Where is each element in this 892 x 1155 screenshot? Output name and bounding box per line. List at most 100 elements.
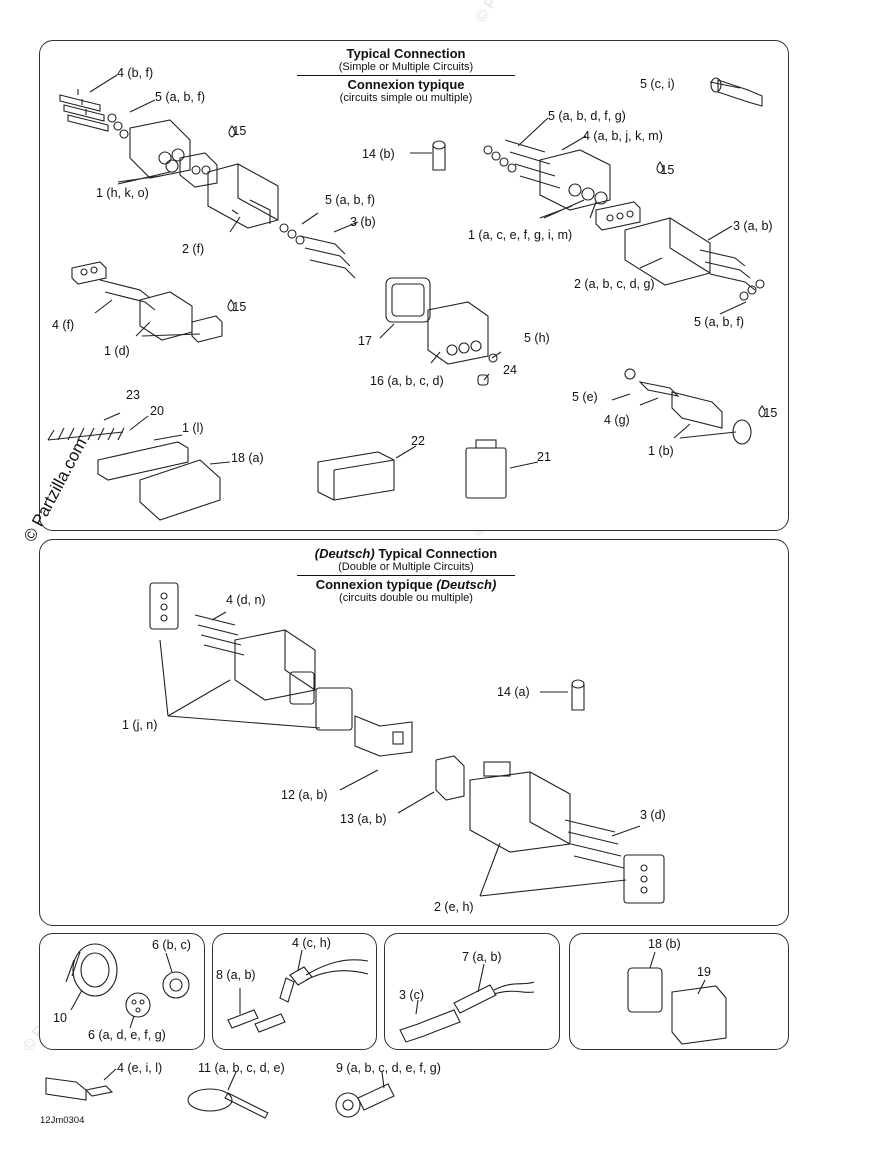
grommet-6bc-art [162, 971, 190, 999]
pin-14b-art [432, 140, 446, 171]
label-1l: 1 (l) [182, 421, 204, 435]
label-10: 10 [53, 1011, 67, 1025]
label-7ab: 7 (a, b) [462, 950, 502, 964]
seal-deutsch-right-art [623, 854, 665, 904]
label-9: 9 (a, b, c, d, e, f, g) [336, 1061, 441, 1075]
leader-lines-top [89, 74, 747, 469]
seals-5abf-art [279, 223, 305, 245]
label-3b: 3 (b) [350, 215, 376, 229]
label-12ab: 12 (a, b) [281, 788, 328, 802]
connector-1l-art [97, 441, 189, 481]
label-5abf-c: 5 (a, b, f) [694, 315, 745, 329]
connector-1b-art [671, 391, 752, 445]
title-fr: Connexion typique [315, 577, 433, 592]
label-2f: 2 (f) [182, 242, 205, 256]
terminals-3d-art [564, 819, 625, 869]
label-4dn: 4 (d, n) [226, 593, 266, 607]
label-15-c: ♦15 [226, 300, 246, 314]
terminals-3ab-art [699, 249, 756, 291]
label-1b: 1 (b) [648, 444, 674, 458]
label-18b: 18 (b) [648, 937, 681, 951]
connector-22-art [317, 451, 395, 501]
drawing-code: 12Jm0304 [40, 1115, 85, 1126]
label-18a: 18 (a) [231, 451, 264, 465]
grommet-6adefg-art [125, 992, 151, 1018]
subtitle-fr: (circuits simple ou multiple) [339, 92, 473, 104]
label-15-b: ♦15 [654, 163, 674, 177]
label-4bf: 4 (b, f) [117, 66, 154, 80]
terminal-4g-art [638, 381, 680, 397]
label-4eil: 4 (e, i, l) [117, 1061, 163, 1075]
leader-lines-small-4 [649, 951, 706, 995]
terminal-strip-23-art [47, 427, 125, 441]
label-4g: 4 (g) [604, 413, 630, 427]
header-rule [297, 75, 515, 76]
header-typical-connection: Typical Connection (Simple or Multiple C… [297, 46, 515, 104]
leader-11 [227, 1071, 237, 1091]
wedge-12ab-art [315, 687, 413, 757]
label-1acefgim: 1 (a, c, e, f, g, i, m) [468, 228, 573, 242]
drop-icons [227, 125, 766, 418]
label-22: 22 [411, 434, 425, 448]
label-2abcdg: 2 (a, b, c, d, g) [574, 277, 655, 291]
label-14a: 14 (a) [497, 685, 530, 699]
title-fr-brand: (Deutsch) [436, 577, 497, 592]
label-20: 20 [150, 404, 164, 418]
label-16abcd: 16 (a, b, c, d) [370, 374, 444, 388]
label-14b: 14 (b) [362, 147, 395, 161]
leader-lines-small-2 [239, 949, 303, 1014]
label-6adefg: 6 (a, d, e, f, g) [88, 1028, 166, 1042]
label-15-d: ♦15 [757, 406, 777, 420]
title-en: Typical Connection [378, 546, 498, 561]
label-1jn: 1 (j, n) [122, 718, 158, 732]
terminal-4eil-art [45, 1077, 114, 1101]
leader-4eil [103, 1068, 117, 1081]
connector-2abcdg-art [624, 217, 711, 286]
connector-21-art [465, 439, 507, 499]
subtitle-en: (Simple or Multiple Circuits) [338, 61, 474, 73]
lock-13ab-art [435, 755, 465, 801]
label-1d: 1 (d) [104, 344, 130, 358]
label-3ab: 3 (a, b) [733, 219, 773, 233]
label-4ch: 4 (c, h) [292, 936, 331, 950]
tie-11-art [187, 1088, 269, 1119]
connector-16abcd-art [427, 301, 489, 365]
label-13ab: 13 (a, b) [340, 812, 387, 826]
plug-5h-art [488, 353, 498, 363]
label-19: 19 [697, 965, 711, 979]
seal-4f-art [71, 261, 107, 285]
label-15-a-text: 15 [232, 124, 247, 138]
seals-5abf-right-art [739, 279, 765, 301]
title-en: Typical Connection [346, 46, 466, 61]
header-rule [297, 575, 515, 576]
title-brand: (Deutsch) [314, 546, 375, 561]
label-5abf-b: 5 (a, b, f) [325, 193, 376, 207]
leader-lines-small-1 [70, 952, 173, 1029]
ring-terminal-9-art [335, 1083, 395, 1118]
leader-9 [381, 1071, 385, 1089]
label-23: 23 [126, 388, 140, 402]
seals-art [107, 113, 129, 139]
connector-2eh-art [469, 761, 571, 853]
terminals-4f-art [99, 279, 156, 311]
terminals-4abjkm-art [504, 139, 561, 189]
panel-small-3 [384, 933, 560, 1050]
cover-19-art [671, 985, 727, 1045]
title-fr: Connexion typique [347, 77, 465, 92]
plug-5e-art [624, 368, 636, 380]
label-6bc: 6 (b, c) [152, 938, 191, 952]
header-deutsch-connection: (Deutsch) Typical Connection (Double or … [297, 546, 515, 604]
panel-typical-connection [39, 40, 789, 531]
label-5abf-a: 5 (a, b, f) [155, 90, 206, 104]
label-4f: 4 (f) [52, 318, 75, 332]
label-17: 17 [358, 334, 372, 348]
subtitle-fr: (circuits double ou multiple) [339, 592, 473, 604]
nut-10-art [65, 943, 118, 997]
pin-14a-art [571, 679, 585, 711]
label-5h: 5 (h) [524, 331, 550, 345]
label-3d: 3 (d) [640, 808, 666, 822]
terminals-3b-art [299, 235, 356, 279]
connector-1jn-art [234, 629, 316, 705]
leader-lines-deutsch [159, 611, 641, 897]
